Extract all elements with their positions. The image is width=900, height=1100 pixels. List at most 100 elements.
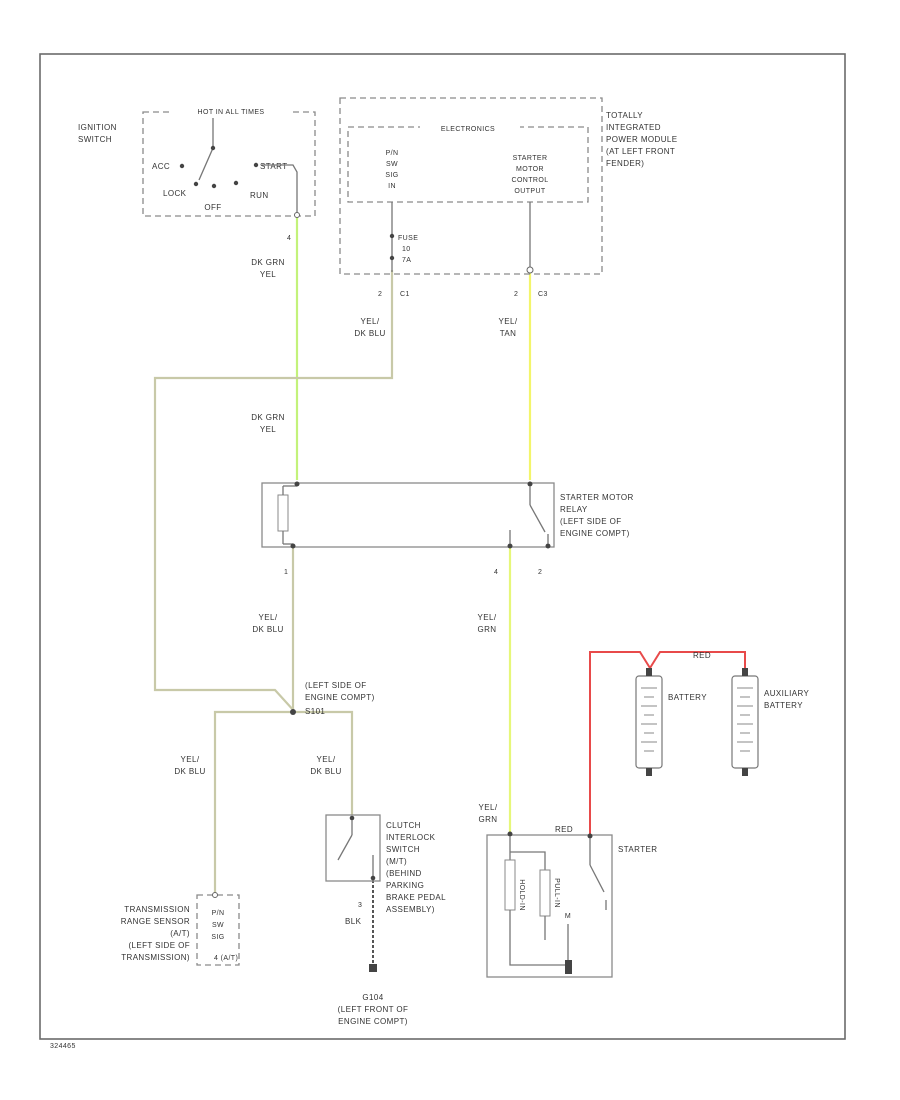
battery-label: BATTERY — [668, 693, 707, 702]
tipm-conn-c1: C1 — [400, 291, 410, 298]
aux-battery-body — [731, 675, 759, 769]
ignition-label-2: SWITCH — [78, 135, 112, 144]
wire-label-dk-grn-a-2: YEL — [260, 270, 276, 279]
wire-label-yel-dkblu-d-2: DK BLU — [310, 767, 341, 776]
tipm-electronics-box — [347, 126, 589, 203]
diagram-frame — [39, 53, 846, 1040]
tipm-pin-c1: 2 — [378, 291, 382, 298]
splice-dot — [290, 709, 296, 715]
splice-id: S101 — [305, 707, 325, 716]
wire-yel-dk-blu-trs — [213, 710, 293, 895]
tipm-label-2: INTEGRATED — [606, 123, 661, 132]
starter-label: STARTER — [618, 845, 657, 854]
tipm-pin-label-2: SW — [386, 161, 398, 168]
starter-pull-in: PULL-IN — [553, 878, 560, 908]
relay-pin-4: 4 — [494, 569, 498, 576]
wire-label-red-top: RED — [693, 651, 711, 660]
wire-label-dk-grn-b-2: YEL — [260, 425, 276, 434]
trs-pin-3: SIG — [211, 934, 224, 941]
trs-label-5: TRANSMISSION) — [121, 953, 190, 962]
wire-label-dk-grn-a-1: DK GRN — [251, 258, 285, 267]
tipm-fuse-label-2: 10 — [402, 246, 411, 253]
tipm: ELECTRONICS P/N SW SIG IN STARTER MOTOR … — [339, 97, 677, 298]
trs-label-1: TRANSMISSION — [124, 905, 190, 914]
clutch-label-2: INTERLOCK — [386, 833, 436, 842]
starter-box — [486, 834, 613, 978]
wire-label-yel-dkblu-b-1: YEL/ — [259, 613, 278, 622]
ignition-switch: HOT IN ALL TIMES ACC LOCK OFF START RUN … — [78, 104, 316, 242]
wire-yel-dk-blu-loop — [153, 270, 394, 713]
wires — [153, 215, 746, 968]
ignition-lock-label: LOCK — [163, 189, 187, 198]
clutch-switch-box — [325, 814, 381, 882]
wire-label-yel-dkblu-a-2: DK BLU — [354, 329, 385, 338]
wire-label-blk: BLK — [345, 917, 362, 926]
splice-label-2: ENGINE COMPT) — [305, 693, 375, 702]
wire-label-yel-tan-1: YEL/ — [499, 317, 518, 326]
footer-code: 324465 — [50, 1043, 76, 1050]
wire-label-yel-dkblu-c-1: YEL/ — [181, 755, 200, 764]
tipm-label-3: POWER MODULE — [606, 135, 677, 144]
tipm-label-4: (AT LEFT FRONT — [606, 147, 675, 156]
ground-label-3: ENGINE COMPT) — [338, 1017, 408, 1026]
ignition-start-label: START — [260, 162, 287, 171]
clutch-label-1: CLUTCH — [386, 821, 421, 830]
ignition-inner-title: HOT IN ALL TIMES — [198, 109, 265, 116]
wire-yel-dk-blu-clutch — [293, 710, 354, 815]
wire-label-yel-grn-a-1: YEL/ — [478, 613, 497, 622]
ignition-switch-blade — [198, 147, 214, 181]
relay-coil — [277, 494, 289, 532]
trs-label-3: (A/T) — [170, 929, 190, 938]
relay-switch-blade — [529, 504, 546, 533]
tipm-out-label-2: MOTOR — [516, 166, 544, 173]
starter-motor-relay: STARTER MOTOR RELAY (LEFT SIDE OF ENGINE… — [261, 481, 634, 576]
ground-g104: G104 (LEFT FRONT OF ENGINE COMPT) — [338, 964, 409, 1026]
clutch-label-6: PARKING — [386, 881, 424, 890]
trs-label-4: (LEFT SIDE OF — [128, 941, 190, 950]
ignition-label-1: IGNITION — [78, 123, 117, 132]
ignition-acc-label: ACC — [152, 162, 170, 171]
relay-label-3: (LEFT SIDE OF — [560, 517, 622, 526]
relay-box — [261, 482, 555, 548]
starter-switch-blade — [589, 864, 605, 893]
tipm-pin-label-3: SIG — [385, 172, 398, 179]
trs-pin-2: SW — [212, 922, 224, 929]
wire-blk-pin: 3 — [358, 902, 362, 909]
starter: HOLD-IN PULL-IN M STARTER — [486, 831, 657, 978]
ignition-run-label: RUN — [250, 191, 269, 200]
ignition-off-label: OFF — [204, 203, 221, 212]
wire-label-yel-dkblu-d-1: YEL/ — [317, 755, 336, 764]
svg-text:M: M — [565, 913, 571, 920]
tipm-out-label-1: STARTER — [513, 155, 548, 162]
ground-terminal — [369, 964, 377, 972]
trs-pin-4: 4 (A/T) — [214, 955, 238, 962]
clutch-label-4: (M/T) — [386, 857, 407, 866]
splice-s101: (LEFT SIDE OF ENGINE COMPT) S101 — [290, 681, 375, 716]
clutch-interlock-switch: CLUTCH INTERLOCK SWITCH (M/T) (BEHIND PA… — [325, 814, 446, 914]
clutch-switch-blade — [337, 834, 353, 861]
relay-label-1: STARTER MOTOR — [560, 493, 634, 502]
auxiliary-battery: AUXILIARY BATTERY — [731, 668, 809, 776]
ignition-pin: 4 — [287, 235, 291, 242]
wire-label-yel-dkblu-b-2: DK BLU — [252, 625, 283, 634]
tipm-out-label-3: CONTROL — [511, 177, 548, 184]
tipm-electronics-title: ELECTRONICS — [441, 126, 495, 133]
relay-label-2: RELAY — [560, 505, 588, 514]
ground-label-2: (LEFT FRONT OF — [338, 1005, 409, 1014]
tipm-pin-label-1: P/N — [386, 150, 399, 157]
clutch-label-5: (BEHIND — [386, 869, 422, 878]
wire-label-yel-tan-2: TAN — [500, 329, 517, 338]
tipm-fuse-label-1: FUSE — [398, 235, 418, 242]
battery-body — [635, 675, 663, 769]
tipm-label-1: TOTALLY — [606, 111, 643, 120]
splice-label-1: (LEFT SIDE OF — [305, 681, 367, 690]
battery: BATTERY — [635, 668, 707, 776]
tipm-conn-c3: C3 — [538, 291, 548, 298]
wire-label-yel-dkblu-a-1: YEL/ — [361, 317, 380, 326]
trs-pin-1: P/N — [212, 910, 225, 917]
starter-hold-in: HOLD-IN — [518, 879, 525, 911]
aux-battery-label-2: BATTERY — [764, 701, 803, 710]
transmission-range-sensor: P/N SW SIG 4 (A/T) TRANSMISSION RANGE SE… — [121, 892, 240, 966]
wire-label-yel-grn-a-2: GRN — [478, 625, 497, 634]
